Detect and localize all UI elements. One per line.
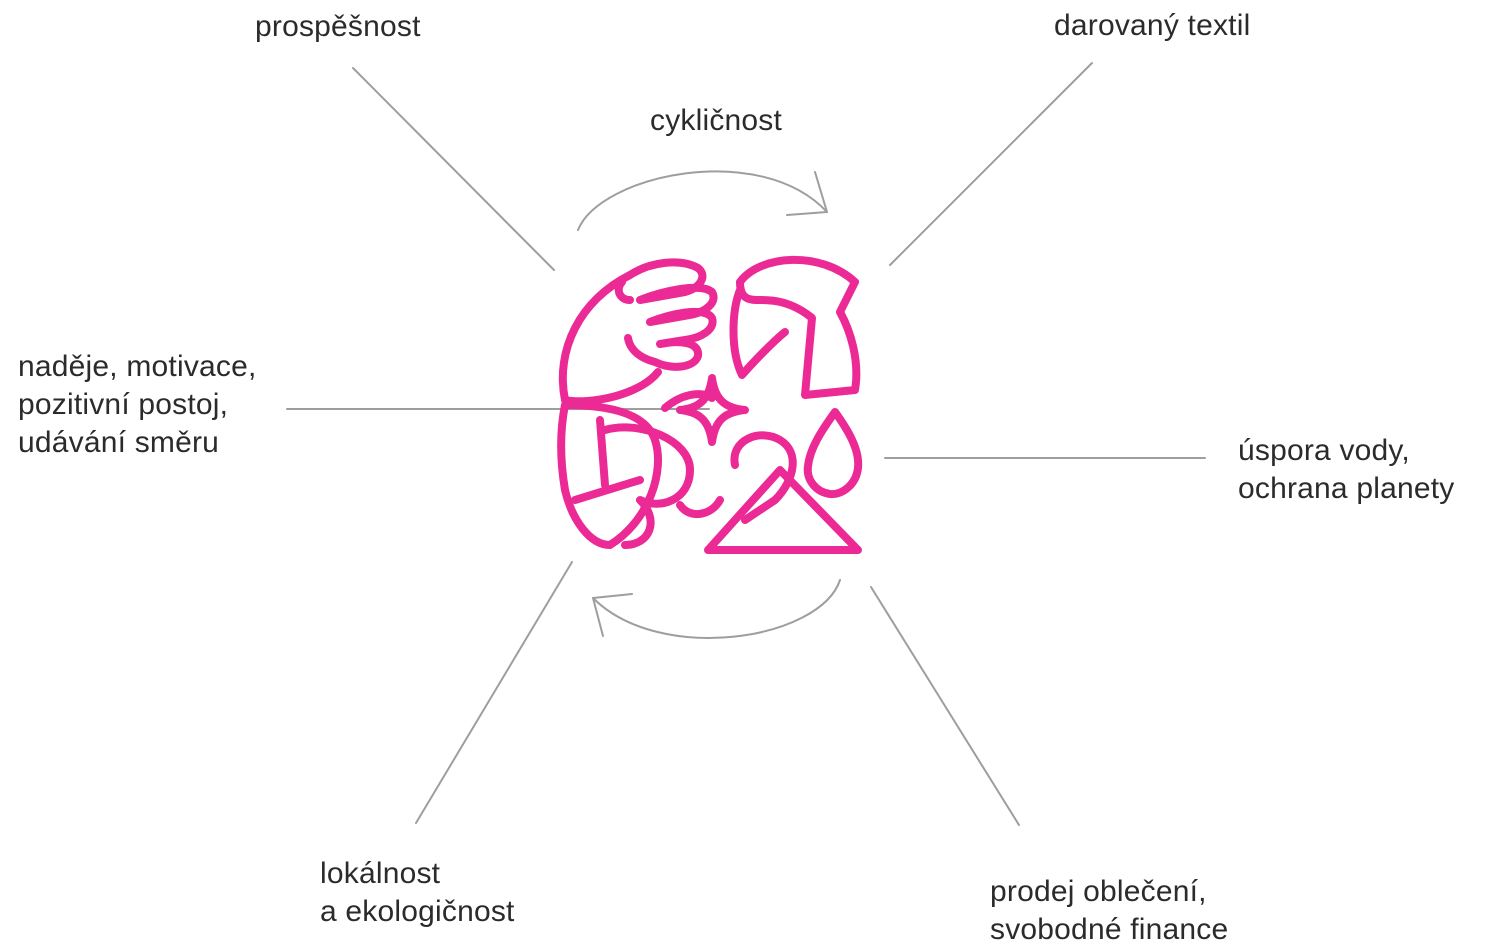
label-line: svobodné finance <box>990 913 1229 946</box>
label-lokalnost: lokálnost a ekologičnost <box>320 855 515 931</box>
water-drop-icon <box>803 408 863 499</box>
central-emblem-icon <box>557 255 863 554</box>
shirt-icon <box>736 255 861 399</box>
label-cyklicnost: cykličnost <box>650 102 782 140</box>
label-prodej-obleceni: prodej oblečení, svobodné finance <box>990 873 1228 949</box>
label-darovany-textil: darovaný textil <box>1054 7 1250 45</box>
label-line: pozitivní postoj, <box>18 388 229 421</box>
hand-icon <box>558 258 718 404</box>
sparkle-icon <box>676 374 749 446</box>
cycle-arrowhead-top <box>786 171 828 216</box>
number-two-icon <box>676 431 797 524</box>
inner-loop <box>661 390 716 412</box>
cycle-arrows-icon <box>577 170 841 639</box>
label-line: a ekologičnost <box>320 895 515 928</box>
leaf-vein <box>571 416 644 504</box>
label-line: udávání směru <box>18 426 220 459</box>
label-line: ochrana planety <box>1238 472 1455 505</box>
label-line: úspora vody, <box>1238 434 1410 467</box>
shirt-sleeve <box>729 286 789 379</box>
connector-lines <box>286 62 1206 826</box>
label-line: lokálnost <box>320 857 441 890</box>
label-uspora-vody: úspora vody, ochrana planety <box>1238 432 1455 508</box>
leaf-icon <box>557 401 662 549</box>
label-nadeje-motivace: naděje, motivace, pozitivní postoj, udáv… <box>18 348 257 462</box>
connector-top-left <box>352 67 555 271</box>
connector-bottom-right <box>870 586 1020 826</box>
triangle-icon <box>704 466 862 554</box>
hand-thumb <box>561 368 662 406</box>
connector-top-right <box>889 62 1093 266</box>
label-line: prospěšnost <box>255 10 421 43</box>
label-line: darovaný textil <box>1054 9 1251 42</box>
cycle-arrow-bottom <box>592 579 841 639</box>
label-line: naděje, motivace, <box>18 350 257 383</box>
label-line: prodej oblečení, <box>990 875 1207 908</box>
connector-bottom-left <box>415 561 573 824</box>
cycle-arrowhead-bottom <box>592 593 633 637</box>
heart-curve-icon <box>601 423 694 549</box>
label-line: cykličnost <box>650 104 783 137</box>
label-prospesnost: prospěšnost <box>255 8 421 46</box>
cycle-arrow-top <box>577 170 828 231</box>
